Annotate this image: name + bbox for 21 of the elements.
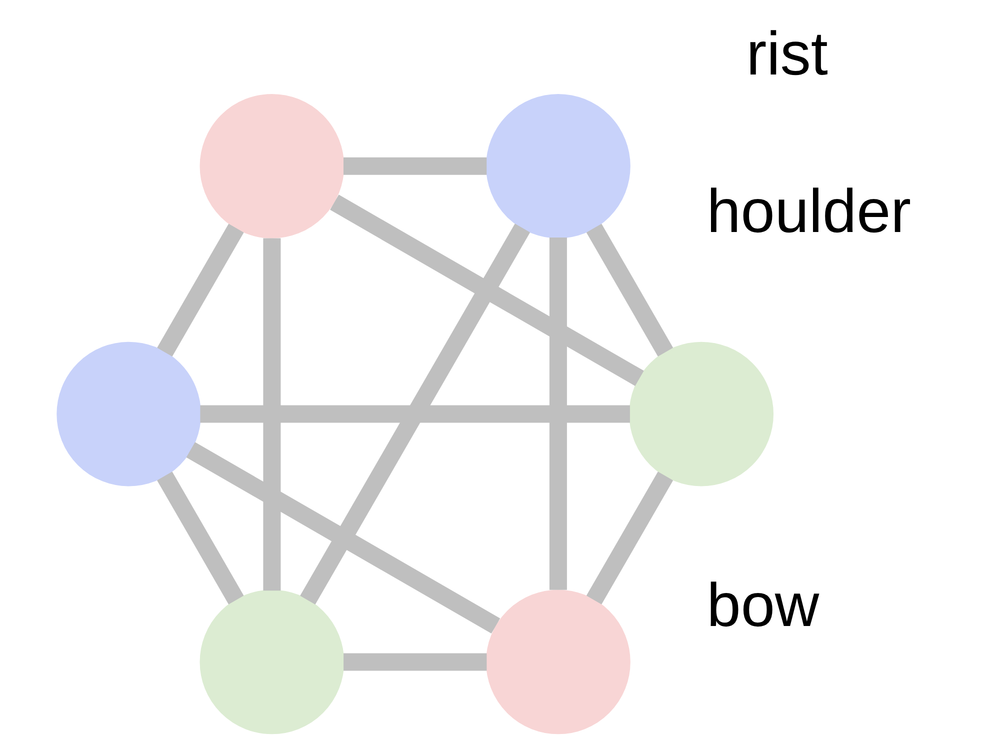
connector — [200, 405, 630, 423]
connector — [343, 653, 486, 671]
node-circle — [486, 590, 630, 734]
connector — [262, 238, 280, 591]
node-circle — [56, 342, 201, 486]
label: houlder — [706, 177, 911, 246]
connector — [586, 472, 673, 604]
connector — [342, 157, 486, 175]
label: rist — [746, 20, 828, 88]
node-circle — [486, 94, 630, 238]
connector — [156, 472, 244, 604]
node-circle — [199, 590, 344, 734]
node-circle — [199, 94, 344, 238]
connector — [548, 238, 566, 590]
connector — [300, 224, 530, 605]
node-circle — [628, 342, 774, 486]
connector — [330, 194, 644, 386]
connector — [156, 224, 244, 356]
connector — [186, 442, 500, 634]
connector — [586, 224, 673, 356]
label: bow — [706, 571, 819, 640]
